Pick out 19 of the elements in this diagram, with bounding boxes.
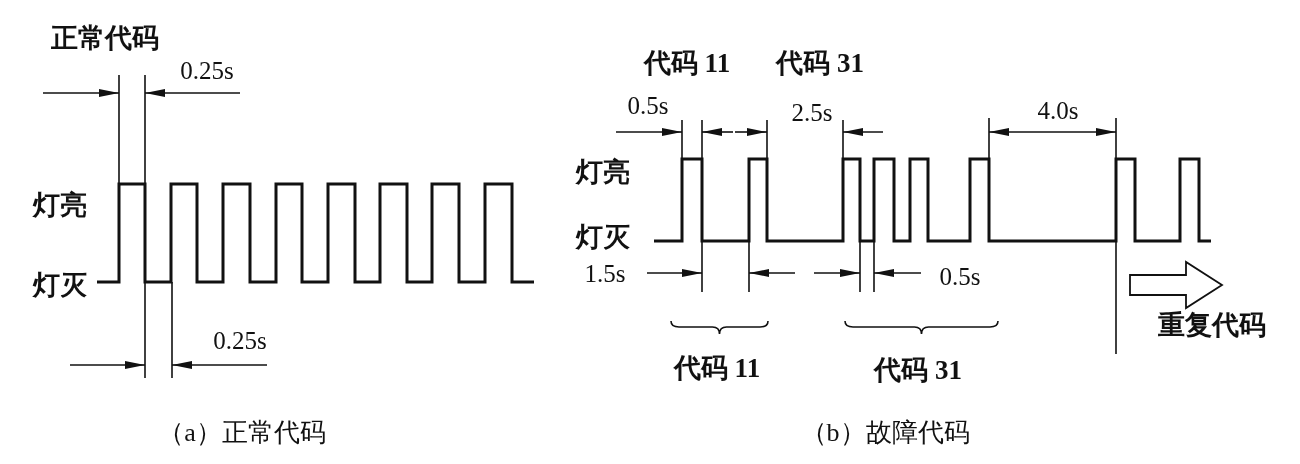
- heading: 正常代码: [51, 24, 159, 52]
- dimension-label: 1.5s: [584, 260, 626, 286]
- dimension-label: 0.5s: [939, 263, 981, 289]
- dimension-label: 2.5s: [791, 99, 833, 125]
- code-label: 代码 31: [874, 356, 962, 384]
- level-label: 灯亮: [576, 158, 630, 186]
- level-label: 灯灭: [33, 271, 87, 299]
- level-label: 灯亮: [33, 191, 87, 219]
- caption: （a）正常代码: [158, 420, 326, 446]
- code-label: 代码 11: [643, 49, 731, 77]
- code-label: 代码 31: [776, 49, 864, 77]
- dimension-label: 4.0s: [1037, 97, 1079, 123]
- dimension-label: 0.25s: [213, 327, 267, 353]
- dimension-label: 0.5s: [627, 92, 669, 118]
- caption: （b）故障代码: [800, 420, 970, 446]
- code-label: 代码 11: [673, 354, 761, 382]
- repeat-label: 重复代码: [1158, 311, 1266, 339]
- level-label: 灯灭: [576, 223, 630, 251]
- dimension-label: 0.25s: [180, 57, 234, 83]
